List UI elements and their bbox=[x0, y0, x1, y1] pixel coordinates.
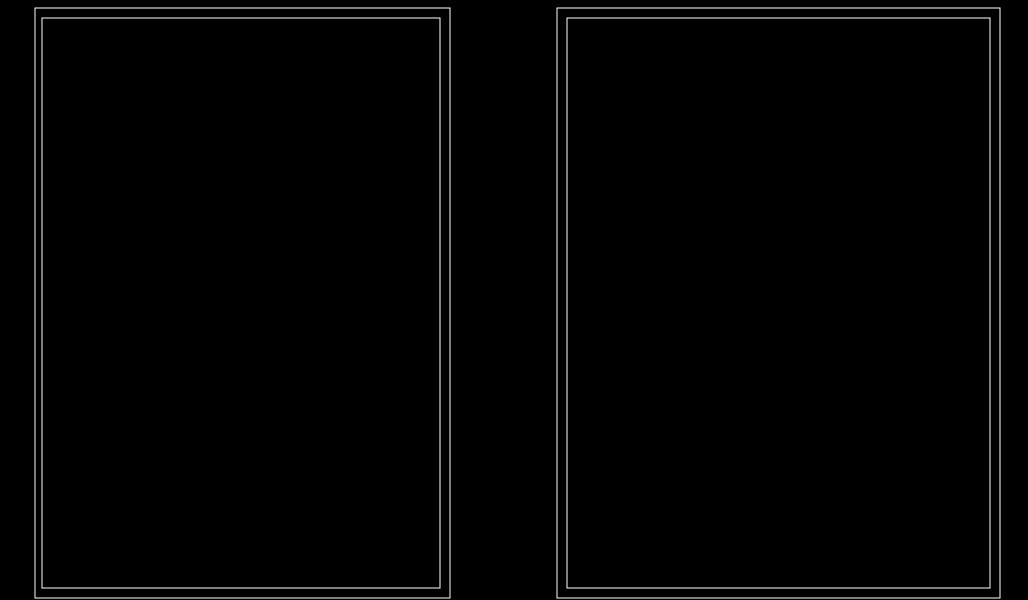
door-elevation-color bbox=[50, 72, 430, 521]
sheet-color bbox=[34, 7, 451, 599]
sheet-inner-border bbox=[566, 17, 991, 589]
sheet-border bbox=[34, 7, 451, 599]
door-elevation-monochrome bbox=[572, 72, 952, 521]
sheet-border bbox=[556, 7, 1001, 599]
sheet-monochrome bbox=[556, 7, 1001, 599]
sheet-inner-border bbox=[41, 17, 441, 589]
